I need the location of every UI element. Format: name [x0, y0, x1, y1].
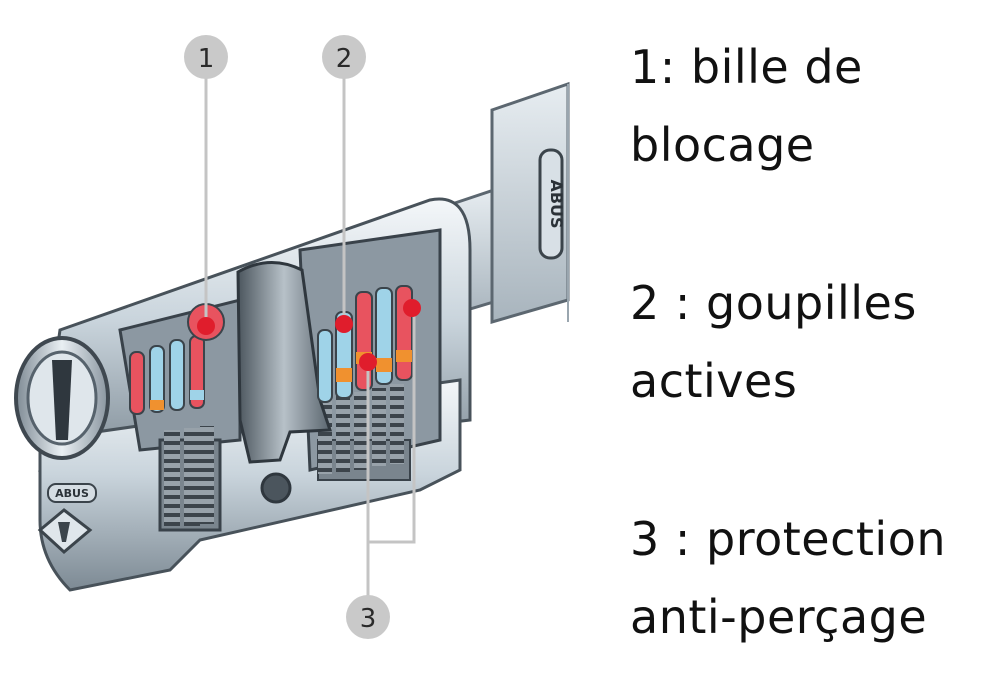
- cam: [236, 260, 333, 504]
- callout-lines: [204, 78, 416, 598]
- marker-3a: [359, 353, 377, 371]
- legend-item-3-line-1: 3 : protection: [630, 512, 946, 566]
- legend-item-3: 3 : protection anti-perçage: [630, 500, 946, 656]
- legend-item-2-line-1: 2 : goupilles: [630, 276, 917, 330]
- key-brand-text: ABUS: [547, 179, 566, 228]
- legend-item-3-line-2: anti-perçage: [630, 590, 928, 644]
- springs: [164, 384, 404, 526]
- front-pins: [129, 303, 225, 415]
- legend-item-1-line-1: 1: bille de: [630, 40, 863, 94]
- callout-markers: [197, 299, 421, 371]
- callout-badge-3: 3: [346, 595, 390, 639]
- legend-item-2-line-2: actives: [630, 354, 798, 408]
- body-brand-text: ABUS: [55, 487, 89, 500]
- legend-item-1: 1: bille de blocage: [630, 28, 863, 184]
- fixing-screw-hole: [260, 472, 292, 504]
- svg-text:2: 2: [336, 44, 353, 74]
- marker-1: [197, 317, 215, 335]
- body-brand-plate: [47, 483, 97, 503]
- svg-text:3: 3: [360, 604, 377, 634]
- legend-item-1-line-2: blocage: [630, 118, 815, 172]
- callout-badge-1: 1: [184, 35, 228, 79]
- svg-text:1: 1: [198, 44, 215, 74]
- keyway-icon: [52, 360, 72, 440]
- legend-item-2: 2 : goupilles actives: [630, 264, 917, 420]
- marker-3b: [403, 299, 421, 317]
- callout-badge-2: 2: [322, 35, 366, 79]
- key-brand-plate: [538, 148, 564, 260]
- marker-2: [335, 315, 353, 333]
